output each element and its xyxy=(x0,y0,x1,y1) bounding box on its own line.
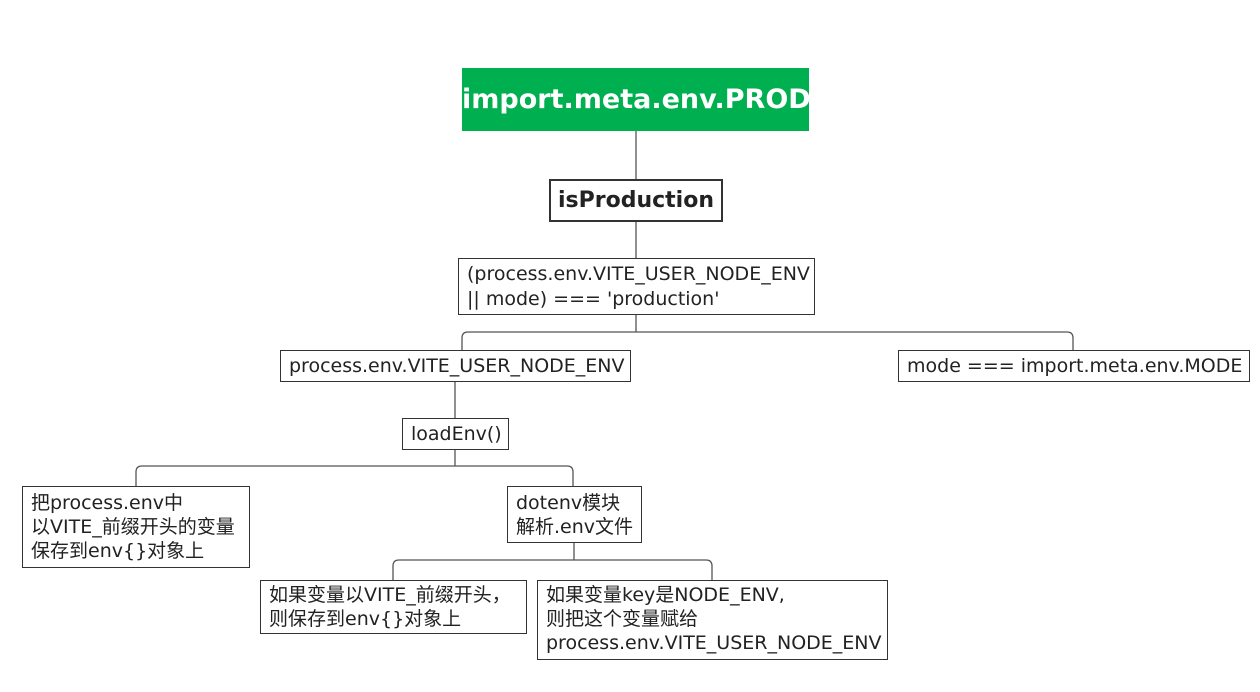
load-env-label: loadEnv() xyxy=(411,423,502,445)
node-env-line-1: 如果变量key是NODE_ENV, xyxy=(546,584,785,606)
link-condition-branches xyxy=(461,315,1074,350)
node-env-line-2: 则把这个变量赋给 xyxy=(546,608,699,630)
link-dotenv-branches xyxy=(392,543,713,580)
root-node[interactable]: import.meta.env.PROD xyxy=(462,68,811,131)
condition-line-2: || mode) === 'production' xyxy=(467,288,720,310)
mode-label: mode === import.meta.env.MODE xyxy=(907,355,1243,377)
condition-line-1: (process.env.VITE_USER_NODE_ENV xyxy=(467,263,810,285)
link-loadenv-branches xyxy=(135,450,574,486)
save-vite-vars-node[interactable]: 把process.env中 以VITE_前缀开头的变量 保存到env{}对象上 xyxy=(22,486,250,568)
vite-prefix-node[interactable]: 如果变量以VITE_前缀开头， 则保存到env{}对象上 xyxy=(260,580,527,634)
dotenv-line-1: dotenv模块 xyxy=(516,492,621,514)
is-production-label: isProduction xyxy=(557,188,714,213)
is-production-node[interactable]: isProduction xyxy=(549,179,723,222)
process-env-label: process.env.VITE_USER_NODE_ENV xyxy=(289,355,625,377)
vite-prefix-line-2: 则保存到env{}对象上 xyxy=(269,608,462,630)
node-env-node[interactable]: 如果变量key是NODE_ENV, 则把这个变量赋给 process.env.V… xyxy=(537,580,888,660)
save-vite-line-3: 保存到env{}对象上 xyxy=(31,540,205,562)
save-vite-line-1: 把process.env中 xyxy=(31,492,184,514)
dotenv-node[interactable]: dotenv模块 解析.env文件 xyxy=(507,486,642,543)
condition-node[interactable]: (process.env.VITE_USER_NODE_ENV || mode)… xyxy=(458,258,815,315)
node-env-line-3: process.env.VITE_USER_NODE_ENV xyxy=(546,632,882,654)
save-vite-line-2: 以VITE_前缀开头的变量 xyxy=(31,516,235,538)
load-env-node[interactable]: loadEnv() xyxy=(402,418,509,450)
vite-prefix-line-1: 如果变量以VITE_前缀开头， xyxy=(269,584,511,606)
root-node-label: import.meta.env.PROD xyxy=(462,84,811,115)
process-env-node[interactable]: process.env.VITE_USER_NODE_ENV xyxy=(280,350,631,382)
mode-node[interactable]: mode === import.meta.env.MODE xyxy=(898,350,1250,382)
dotenv-line-2: 解析.env文件 xyxy=(516,516,634,538)
